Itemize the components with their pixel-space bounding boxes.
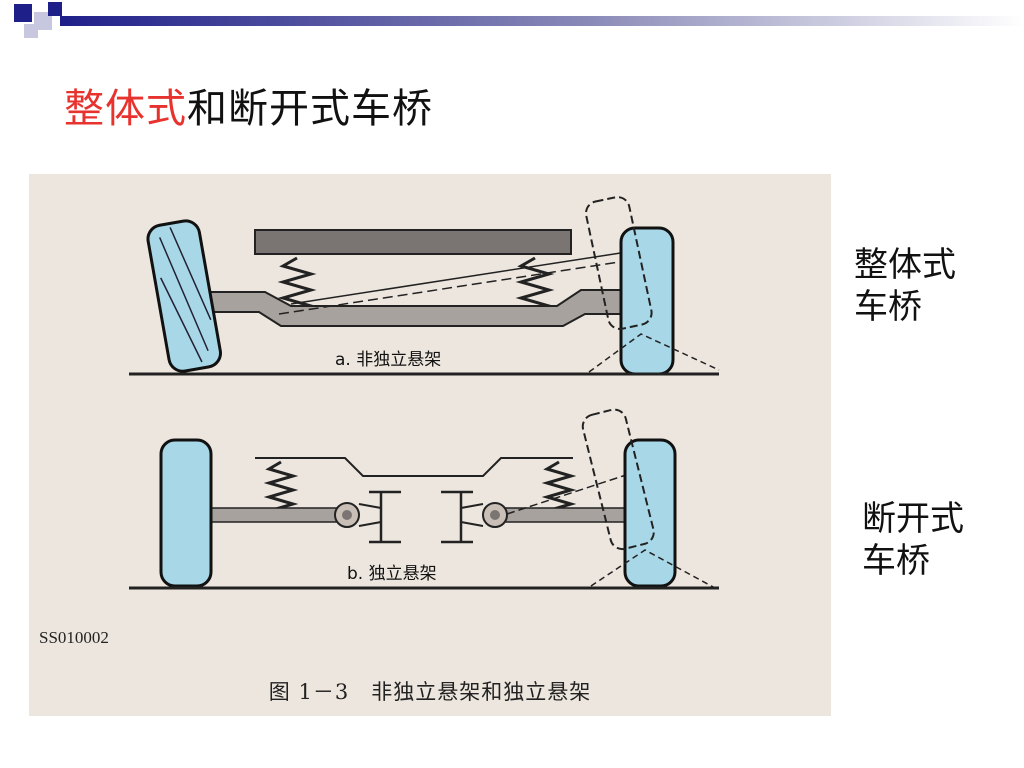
tilted-axle-dashed	[278, 261, 620, 315]
header-square-2	[34, 12, 52, 30]
joint-left-inner	[342, 510, 352, 520]
title-rest: 和断开式车桥	[187, 86, 433, 132]
label-b: b. 独立悬架	[347, 564, 437, 584]
half-axle-left	[210, 507, 348, 523]
tire-a-right-tilted	[584, 196, 653, 330]
label-a: a. 非独立悬架	[335, 350, 441, 370]
tire-a-left	[146, 219, 222, 373]
header-decoration	[14, 2, 1024, 38]
tire-a-right	[619, 226, 675, 376]
suspension-figure: a. 非独立悬架 b. 独立悬架 SS010002 图 1－3 非独立悬架和独立…	[29, 174, 831, 716]
diff-link-left	[358, 503, 382, 527]
figure-code: SS010002	[39, 628, 109, 647]
suspension-diagram: a. 非独立悬架 b. 独立悬架	[129, 196, 720, 590]
split-axle-label: 断开式 车桥	[862, 498, 992, 582]
diff-link-right	[460, 503, 484, 527]
rigid-label-line1: 整体式	[854, 245, 956, 285]
header-square-3	[48, 2, 62, 16]
frame-a	[254, 229, 572, 255]
frame-b	[255, 457, 573, 477]
title-highlight: 整体式	[64, 86, 187, 132]
tilted-halfaxle-dashed	[506, 473, 630, 515]
differential-housing	[369, 490, 473, 544]
rigid-label-line2: 车桥	[854, 287, 922, 327]
slide-title: 整体式和断开式车桥	[64, 76, 433, 134]
figure-caption: 图 1－3 非独立悬架和独立悬架	[268, 680, 592, 704]
tire-b-left	[159, 438, 213, 588]
tilted-axle-dashed-2	[290, 251, 628, 305]
ground-angle-a	[588, 333, 720, 373]
header-square-4	[24, 24, 38, 38]
header-square-1	[14, 4, 32, 22]
split-label-line1: 断开式	[862, 499, 964, 539]
joint-right-inner	[490, 510, 500, 520]
tire-b-right-tilted	[581, 408, 655, 551]
half-axle-right	[498, 507, 628, 523]
split-label-line2: 车桥	[862, 541, 930, 581]
rigid-axle-a	[206, 289, 628, 327]
header-gradient-bar	[60, 16, 1024, 26]
ground-angle-b	[590, 549, 716, 589]
rigid-axle-label: 整体式 车桥	[854, 244, 984, 328]
